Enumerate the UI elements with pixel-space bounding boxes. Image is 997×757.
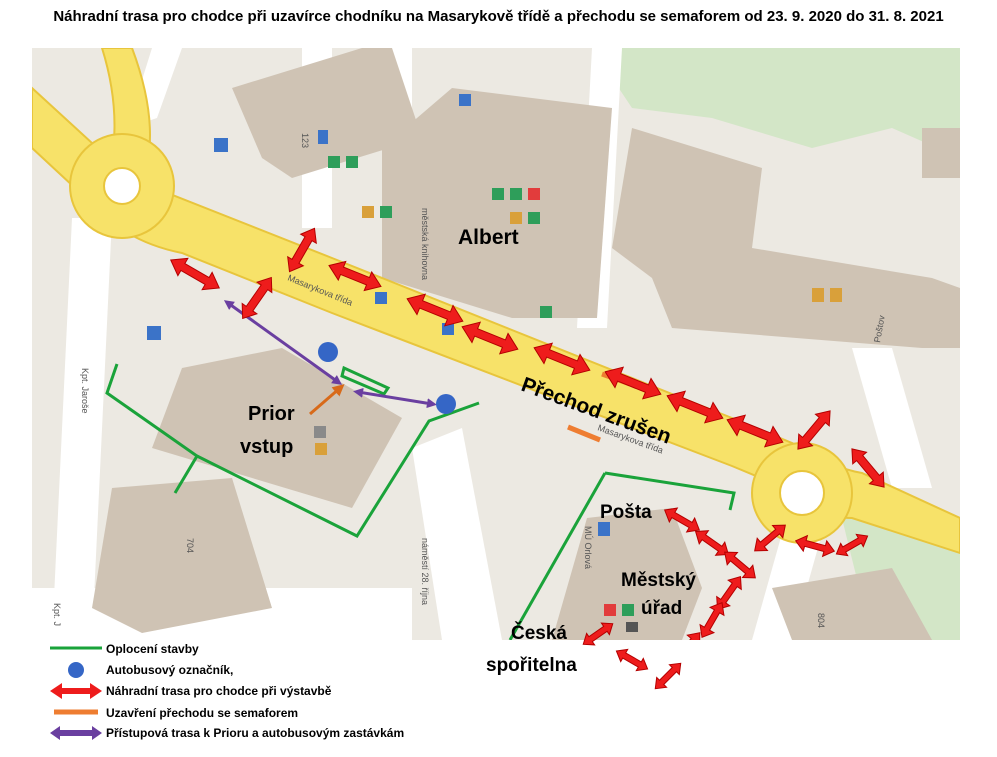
poi-icons — [147, 94, 842, 632]
detour-arrow — [406, 293, 464, 327]
legend-label-bus: Autobusový označník, — [106, 663, 234, 677]
legend-label-detour: Náhradní trasa pro chodce při výstavbě — [106, 684, 332, 698]
legend-detour-symbol — [50, 683, 102, 699]
map-canvas: Masarykova třída Masarykova třída Kpt. J… — [32, 48, 960, 640]
street-label-804: 804 — [816, 613, 826, 628]
label-prior-vstup: vstup — [240, 436, 293, 458]
bus-stop-2 — [436, 394, 456, 414]
detour-arrows-bottom — [582, 622, 682, 690]
label-albert: Albert — [458, 226, 519, 249]
detour-arrow — [533, 342, 591, 376]
street-label-postovni: Poštov — [872, 314, 887, 343]
street-label-123: 123 — [300, 133, 310, 148]
legend-access-symbol — [50, 726, 102, 740]
bus-stop-1 — [318, 342, 338, 362]
detour-arrow — [754, 524, 786, 552]
detour-arrow — [663, 507, 701, 533]
label-mestsky: Městský — [621, 570, 696, 591]
construction-fence — [105, 363, 736, 640]
label-ceska: Česká — [511, 623, 567, 644]
street-label-knihovna: městská knihovna — [420, 208, 430, 280]
legend-fence-symbol — [50, 646, 102, 650]
buildings — [92, 48, 960, 640]
detour-arrow — [654, 662, 682, 690]
detour-arrow — [328, 260, 382, 292]
street-label-mu: MÚ Orlová — [583, 526, 593, 569]
detour-arrow — [726, 414, 784, 448]
legend-label-fence: Oplocení stavby — [106, 642, 199, 656]
legend-closure-symbol — [54, 709, 98, 715]
label-sporitelna: spořitelna — [486, 655, 577, 676]
label-urad: úřad — [641, 598, 682, 619]
legend-bus-symbol — [68, 662, 84, 678]
legend-label-closure: Uzavření přechodu se semaforem — [106, 706, 299, 720]
street-label-kpt-j: Kpt. J — [52, 603, 62, 626]
detour-arrow — [797, 410, 831, 450]
street-label-704: 704 — [185, 538, 195, 553]
detour-route — [170, 227, 885, 640]
legend-label-access: Přístupová trasa k Prioru a autobusovým … — [106, 726, 405, 740]
detour-arrow — [716, 575, 742, 611]
street-label-kpt-janose: Kpt. Jaroše — [80, 368, 90, 414]
detour-arrow — [724, 551, 756, 579]
detour-arrow — [851, 448, 885, 488]
park-area — [592, 48, 960, 158]
label-posta: Pošta — [600, 502, 652, 523]
prior-entrance-arrow — [309, 384, 345, 416]
detour-arrow — [699, 601, 725, 639]
detour-arrow — [673, 632, 701, 640]
detour-arrow — [170, 257, 220, 291]
detour-arrow — [615, 648, 649, 672]
detour-arrow — [287, 227, 317, 273]
detour-arrow — [461, 321, 519, 355]
detour-arrow — [604, 366, 662, 400]
detour-arrow — [794, 534, 836, 558]
map-title: Náhradní trasa pro chodce při uzavírce c… — [53, 8, 944, 25]
detour-arrow — [582, 622, 614, 646]
street-label-namesti: náměstí 28. října — [420, 538, 430, 605]
label-prior: Prior — [248, 403, 295, 425]
detour-arrow — [666, 390, 724, 424]
roundabout-east-island — [779, 470, 825, 516]
roundabout-west-island — [103, 167, 141, 205]
detour-arrow — [835, 533, 869, 557]
detour-arrow — [241, 276, 273, 320]
